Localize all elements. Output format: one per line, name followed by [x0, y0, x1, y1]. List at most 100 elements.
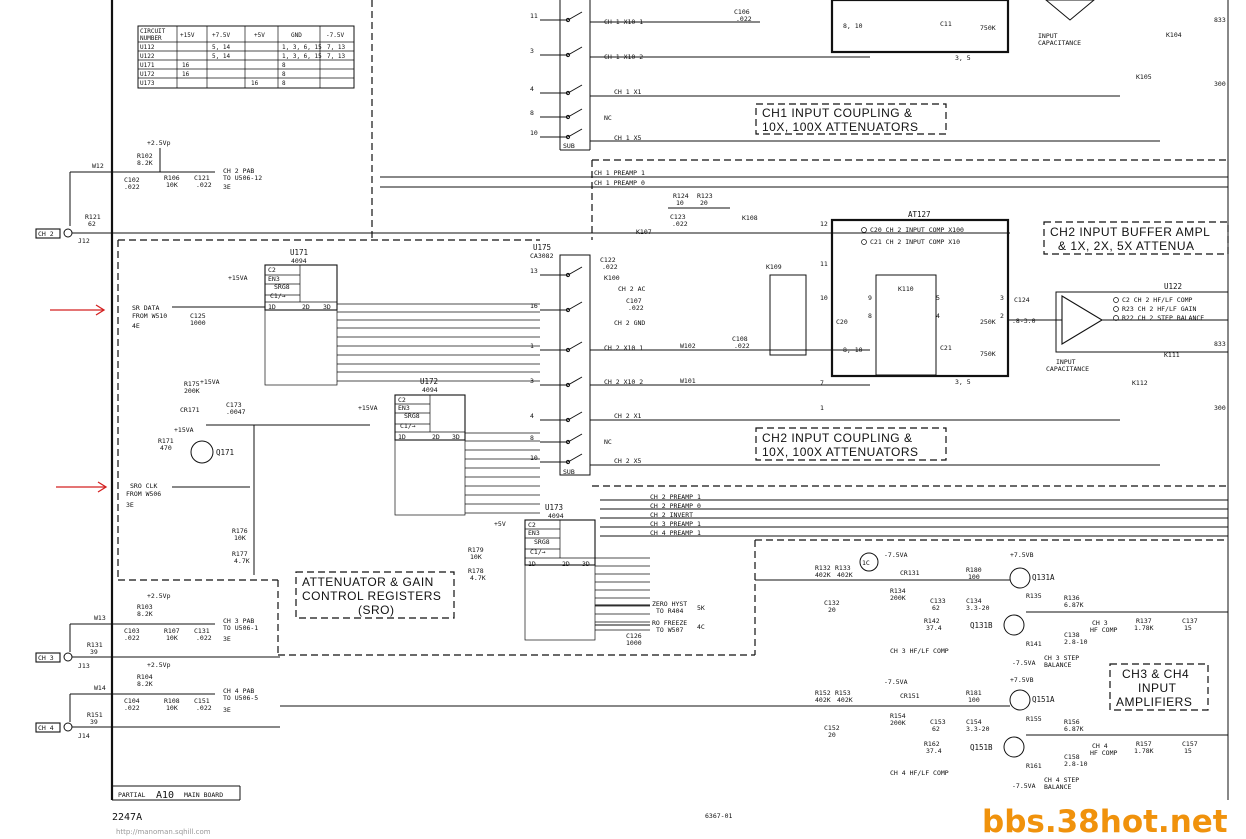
title-ch1-coupling: CH1 INPUT COUPLING & 10X, 100X ATTENUATO…	[755, 103, 947, 135]
ch2-input-circuit: +2.5Vp R102 8.2K W12 C102 .022 R106 10K …	[35, 139, 1010, 245]
label-r103v: 8.2K	[137, 610, 153, 618]
label-p15a-r171: +15VA	[174, 426, 194, 434]
table-header-number: NUMBER	[140, 35, 162, 42]
at127-pin-number: 1	[820, 404, 824, 412]
pin-number: 3	[530, 377, 534, 385]
preamp-label: CH 3 PREAMP 1	[650, 520, 701, 528]
label-input-mid: INPUT	[1056, 358, 1076, 366]
label-r104: R104	[137, 673, 153, 681]
label-ch2-pab: CH 2 PAB	[223, 167, 254, 175]
label-c20: C20	[836, 318, 848, 326]
label-c132v: 20	[828, 606, 836, 614]
label-r124v: 10	[676, 199, 684, 207]
label-r171v: 470	[160, 444, 172, 452]
label-r22-note: R22 CH 2 STEP BALANCE	[1122, 314, 1204, 322]
table-header-circuit: CIRCUIT	[140, 28, 166, 35]
preamp-label: CH 2 PREAMP 0	[650, 502, 701, 510]
label-capacitance-mid: CAPACITANCE	[1046, 365, 1089, 373]
label-r102: R102	[137, 152, 153, 160]
label-c106v: .022	[736, 15, 752, 23]
u171-pin-en3: EN3	[268, 275, 280, 283]
table-cell: 5, 14	[212, 53, 230, 60]
label-r132v: 402K	[815, 571, 831, 579]
pin-number: 13	[530, 267, 538, 275]
label-r23-note: R23 CH 2 HF/LF GAIN	[1122, 305, 1196, 313]
connector-ch2: CH 2	[38, 230, 54, 238]
title-ch34-amps: CH3 & CH4 INPUT AMPLIFIERS	[1109, 663, 1209, 711]
label-p15a-q171: +15VA	[200, 378, 220, 386]
label-ch2-pab-to: TO U506-12	[223, 174, 262, 182]
ch3-amplifier: 1C -7.5VA CR131 R132 R133 402K 402K C132…	[755, 551, 1228, 669]
label-r103: R103	[137, 603, 153, 611]
label-w14: W14	[94, 684, 106, 692]
table-cell: 16	[182, 71, 190, 78]
label-p25-ch2: +2.5Vp	[147, 139, 171, 147]
board-label-prefix: PARTIAL	[118, 791, 145, 799]
ch3-input-circuit: +2.5Vp R103 8.2K W13 C103 .022 R107 10K …	[35, 592, 280, 670]
u172-pin-2d: 2D	[432, 433, 440, 441]
u173-pin-srg8: SRG8	[534, 538, 550, 546]
label-k112: K112	[1132, 379, 1148, 387]
label-r124: R124	[673, 192, 689, 200]
label-p15a-u171: +15VA	[228, 274, 248, 282]
label-ch4-hflf: CH 4 HF/LF COMP	[890, 769, 949, 777]
at127-pin-number: 9	[868, 294, 872, 302]
label-c153: C153	[930, 718, 946, 726]
label-r178v: 4.7K	[470, 574, 486, 582]
label-c123: C123	[670, 213, 686, 221]
ic-u171: U171 4094 C2 EN3 SRG8 C1/→ 1D 2D 3D +15V…	[228, 248, 540, 386]
label-r162v: 37.4	[926, 747, 942, 755]
label-r179v: 10K	[470, 553, 482, 561]
label-pins-8-10: 8, 10	[843, 346, 863, 354]
label-u172-part: 4094	[422, 386, 438, 394]
board-id: A10	[156, 790, 174, 801]
label-c132: C132	[824, 599, 840, 607]
label-zero-hyst: ZERO HYST	[652, 600, 687, 608]
table-header-p5: +5V	[254, 32, 265, 39]
label-q151b: Q151B	[970, 743, 993, 752]
label-r106: R106	[164, 174, 180, 182]
label-c158: C158	[1064, 753, 1080, 761]
label-r142v: 37.4	[926, 624, 942, 632]
label-c103: C103	[124, 627, 140, 635]
label-r134: R134	[890, 587, 906, 595]
title-ch2-line1: CH2 INPUT COUPLING &	[762, 431, 912, 445]
connector-ch4: CH 4	[38, 724, 54, 732]
table-header-p75: +7.5V	[212, 32, 230, 39]
label-r102v: 8.2K	[137, 159, 153, 167]
label-ch3-3e: 3E	[223, 635, 231, 643]
label-c103v: .022	[124, 634, 140, 642]
label-ch1-preamp1: CH 1 PREAMP 1	[594, 169, 645, 177]
pin-number: 11	[530, 12, 538, 20]
label-c137v: 15	[1184, 624, 1192, 632]
label-k105: K105	[1136, 73, 1152, 81]
table-cell: 5, 14	[212, 44, 230, 51]
small-watermark: http://manoman.sqhill.com	[116, 828, 211, 836]
table-cell: U122	[140, 53, 155, 60]
sro-clk-input: SRO CLK FROM W506 3E +15VA R175 200K CR1…	[56, 378, 370, 575]
label-q151a: Q151A	[1032, 695, 1055, 704]
label-p25-ch4: +2.5Vp	[147, 661, 171, 669]
label-k111: K111	[1164, 351, 1180, 359]
label-c104: C104	[124, 697, 140, 705]
label-c102v: .022	[124, 183, 140, 191]
label-ch4-balance: BALANCE	[1044, 783, 1071, 791]
switch-blade	[567, 433, 583, 443]
label-r137: R137	[1136, 617, 1152, 625]
label-1c: 1C	[862, 559, 870, 567]
label-r300-mid: 300	[1214, 404, 1226, 412]
pin-number: 3	[530, 47, 534, 55]
title-reg-line3: (SRO)	[358, 603, 395, 617]
title-buffer-line1: CH2 INPUT BUFFER AMPL	[1050, 225, 1210, 239]
label-r177v: 4.7K	[234, 557, 250, 565]
switch-blade	[567, 453, 583, 463]
label-nc-u175: NC	[604, 438, 612, 446]
label-r153v: 402K	[837, 696, 853, 704]
label-input-top: INPUT	[1038, 32, 1058, 40]
label-r161: R161	[1026, 762, 1042, 770]
label-c157: C157	[1182, 740, 1198, 748]
label-c151v: .022	[196, 704, 212, 712]
title-ch2-line2: 10X, 100X ATTENUATORS	[762, 445, 919, 459]
label-c151: C151	[194, 697, 210, 705]
title-ch1-line2: 10X, 100X ATTENUATORS	[762, 120, 919, 134]
